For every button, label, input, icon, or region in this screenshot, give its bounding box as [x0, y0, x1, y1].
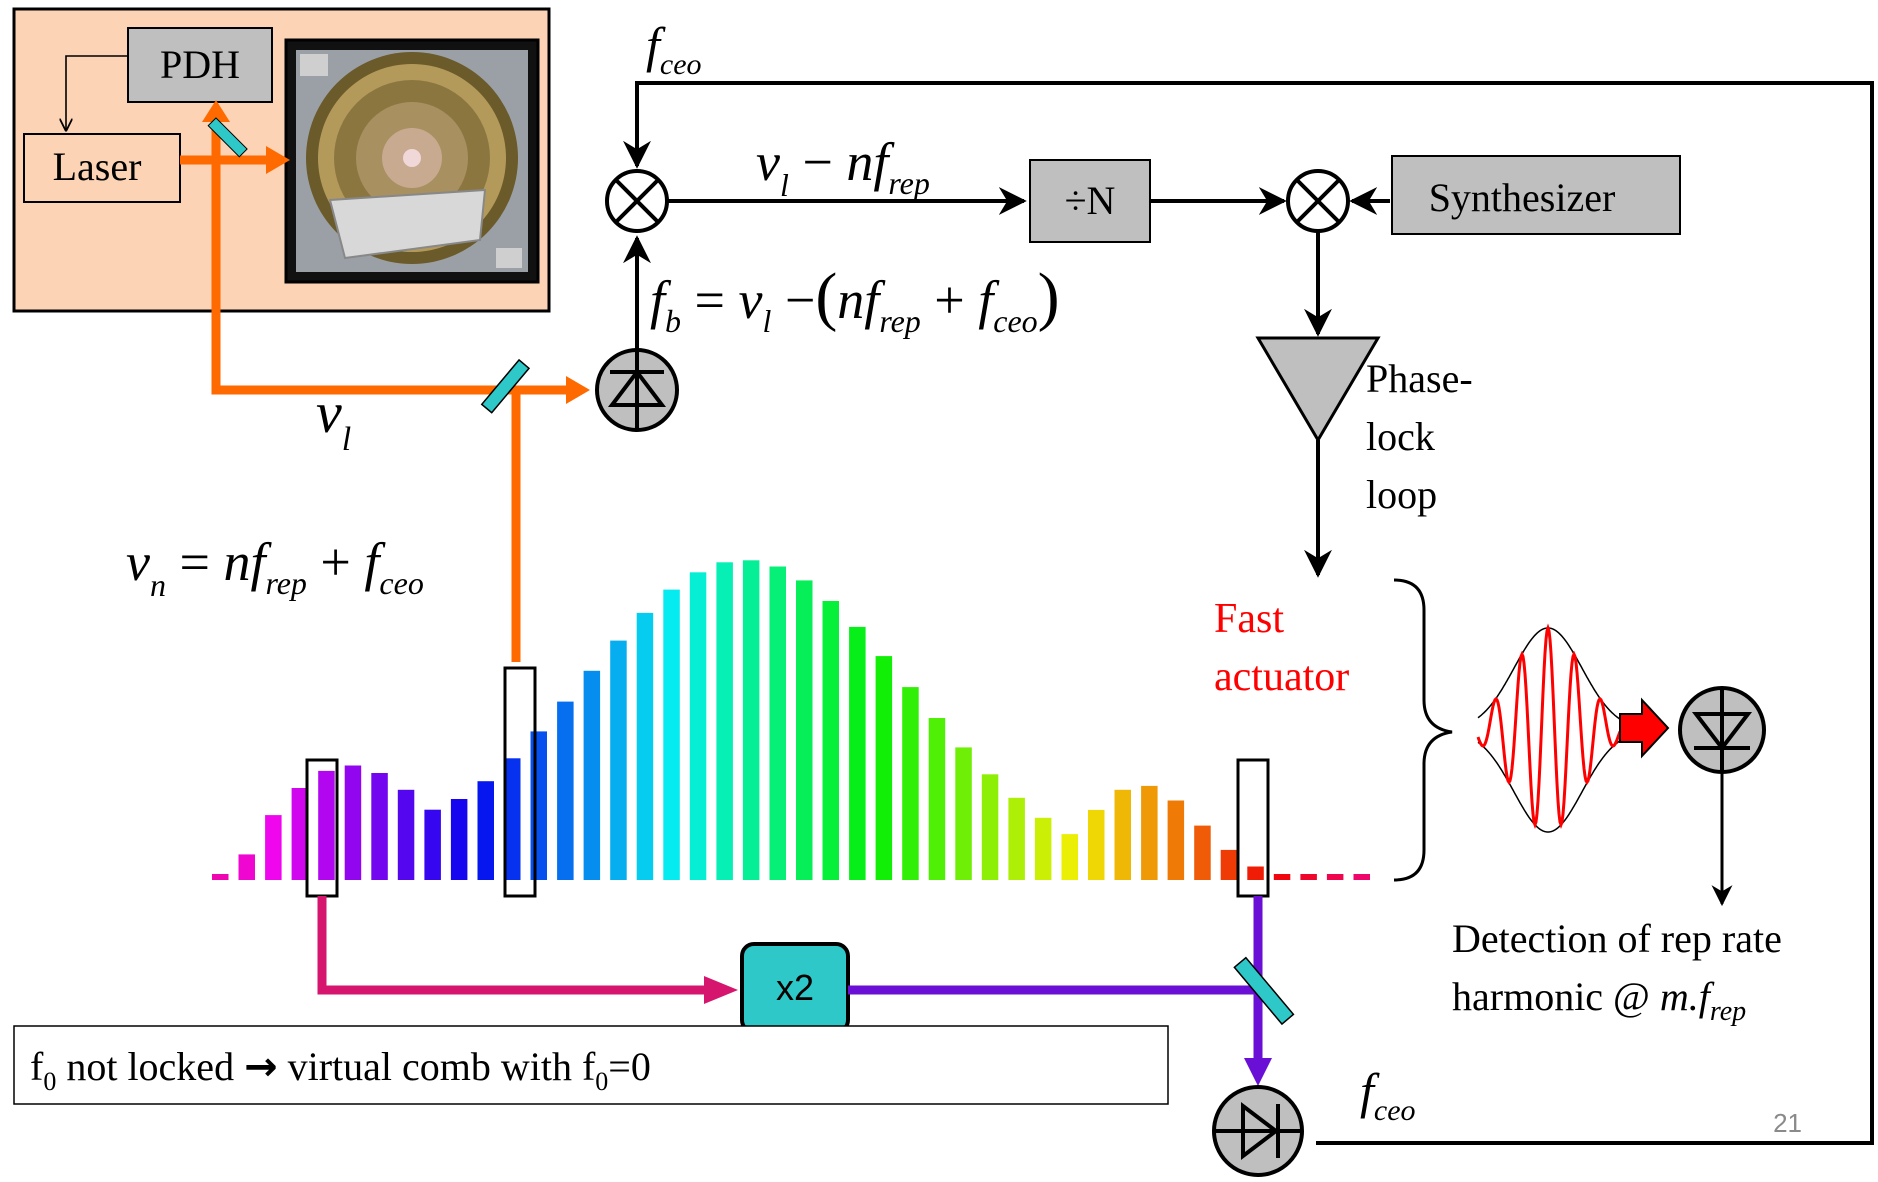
- comb-brace: [1393, 578, 1453, 882]
- comb-tooth: [1114, 789, 1131, 880]
- comb-tooth: [397, 789, 415, 880]
- laser-box: [23, 133, 181, 203]
- magenta-arrowhead: [704, 976, 738, 1004]
- fceo-feedback-line-top: [623, 81, 1874, 1145]
- comb-tooth: [769, 566, 786, 880]
- divider-label: ÷N: [1065, 178, 1116, 223]
- x2-label: x2: [776, 967, 814, 1008]
- comb-tooth: [344, 765, 362, 880]
- pdh-label: PDH: [160, 42, 240, 87]
- comb-tooth: [1141, 785, 1158, 880]
- comb-tooth: [849, 626, 866, 880]
- comb-select-high: [1236, 758, 1270, 898]
- laser-label: Laser: [53, 144, 142, 189]
- magenta-beam: [317, 896, 706, 995]
- comb-select-mid: [503, 666, 537, 898]
- red-arrow-icon: [1619, 697, 1670, 759]
- comb-tooth: [504, 758, 521, 880]
- comb-tooth: [1353, 874, 1370, 880]
- frequency-comb: [212, 560, 1370, 880]
- comb-tooth: [955, 747, 972, 880]
- comb-tooth: [424, 809, 441, 880]
- comb-tooth: [265, 815, 282, 880]
- beam-splitter-laser: [207, 117, 248, 158]
- comb-tooth: [450, 799, 468, 880]
- orange-arrowhead-photodiode: [566, 376, 590, 404]
- page-number: 21: [1773, 1108, 1802, 1138]
- comb-tooth: [981, 774, 999, 880]
- note-box: [13, 1025, 1169, 1105]
- comb-tooth: [557, 701, 574, 880]
- photodiode-icon: [595, 348, 679, 432]
- violet-arrowhead: [1244, 1058, 1272, 1086]
- comb-tooth: [610, 640, 627, 880]
- comb-tooth: [1247, 866, 1264, 880]
- beat-note-equation: νl − nfrep: [756, 132, 930, 203]
- beam-splitter-f2f: [1233, 956, 1295, 1026]
- comb-tooth: [1061, 834, 1078, 880]
- pdh-box: [127, 27, 273, 103]
- divider-box: [1029, 159, 1151, 243]
- comb-tooth: [238, 854, 255, 880]
- comb-tooth: [902, 687, 919, 880]
- comb-tooth: [291, 788, 309, 880]
- svg-text:νl: νl: [316, 380, 351, 458]
- orange-arrowhead-pdh: [202, 100, 230, 122]
- comb-tooth: [1008, 797, 1025, 880]
- synthesizer-label: Synthesizer: [1429, 175, 1616, 220]
- comb-tooth: [583, 670, 601, 880]
- comb-tooth: [477, 781, 494, 880]
- pdh-feedback-line: [66, 55, 128, 130]
- pulse-waveform-icon: [1476, 623, 1622, 833]
- orange-arrowhead-cavity: [266, 146, 290, 174]
- nu-n-equation: νn = nfrep + fceo: [126, 532, 424, 603]
- fceo-top-label: fceo: [646, 17, 702, 81]
- photodiode-ceo-icon: [1212, 1085, 1304, 1177]
- comb-tooth: [1220, 849, 1238, 880]
- comb-tooth: [318, 770, 335, 880]
- comb-tooth: [371, 773, 388, 880]
- optical-cavity-photo: [284, 38, 540, 284]
- comb-tooth: [822, 601, 839, 880]
- comb-tooth: [1326, 874, 1344, 880]
- comb-tooth: [742, 560, 760, 880]
- nu-l-label: νl: [316, 380, 351, 458]
- fb-equation: fb = νl −(nfrep + fceo): [650, 260, 1060, 339]
- mixer-2-icon: [1286, 169, 1350, 233]
- comb-tooth: [1167, 800, 1185, 880]
- comb-tooth: [875, 656, 893, 880]
- comb-tooth: [530, 731, 547, 880]
- synthesizer-box: [1391, 155, 1681, 235]
- photodiode-rep-icon: [1678, 686, 1766, 774]
- comb-tooth: [636, 612, 654, 880]
- laser-beam: [180, 118, 568, 662]
- comb-tooth: [1194, 825, 1211, 880]
- comb-tooth: [663, 589, 680, 880]
- beam-splitter-comb: [480, 358, 531, 414]
- comb-tooth: [716, 562, 733, 880]
- comb-tooth: [1273, 874, 1291, 880]
- amplifier-triangle-icon: [1255, 336, 1381, 443]
- mixer-icon: [605, 169, 669, 233]
- comb-tooth: [212, 874, 229, 880]
- comb-tooth: [1300, 874, 1317, 880]
- comb-tooth: [689, 572, 707, 880]
- fceo-bottom-label: fceo: [1360, 1063, 1416, 1127]
- comb-tooth: [1034, 817, 1052, 880]
- comb-tooth: [796, 580, 813, 880]
- note-text: f0 not locked → virtual comb with f0=0: [30, 1044, 651, 1096]
- comb-tooth: [928, 718, 946, 880]
- comb-tooth: [1088, 809, 1105, 880]
